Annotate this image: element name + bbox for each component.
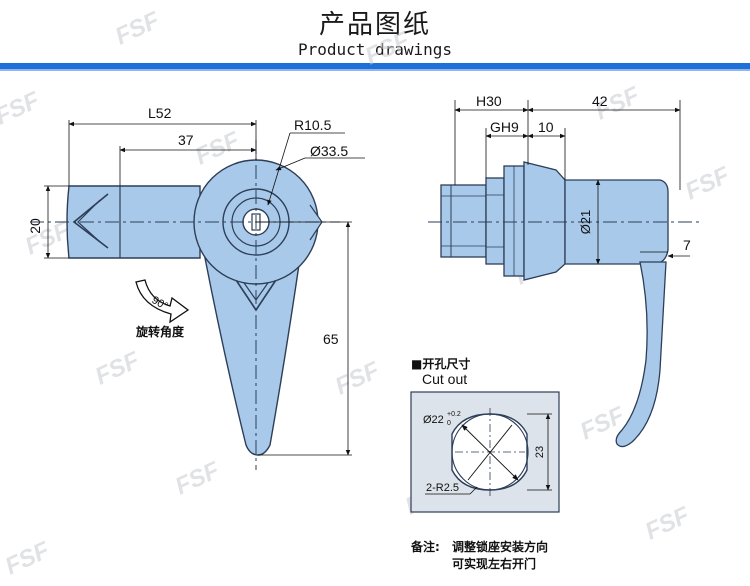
dim-r10-5: R10.5 bbox=[294, 117, 332, 133]
dim-65: 65 bbox=[323, 331, 339, 347]
watermark: FSF bbox=[91, 346, 145, 390]
watermark: FSF bbox=[331, 356, 385, 400]
dim-10: 10 bbox=[538, 119, 554, 135]
rotation-arrow bbox=[135, 279, 190, 324]
dim-42: 42 bbox=[592, 93, 608, 109]
dim-d22: Ø22 bbox=[423, 414, 444, 426]
side-view: H30 42 GH9 10 Ø21 7 bbox=[428, 93, 700, 448]
rotation-label: 旋转角度 bbox=[135, 324, 185, 339]
dim-20: 20 bbox=[27, 218, 43, 234]
cutout-view: ■开孔尺寸 Cut out Ø22 +0.2 0 23 2-R2.5 bbox=[410, 356, 560, 513]
dim-gh9: GH9 bbox=[490, 119, 519, 135]
dim-d21: Ø21 bbox=[578, 210, 593, 235]
cutout-title-zh: ■开孔尺寸 bbox=[411, 356, 470, 371]
lever-tail bbox=[204, 257, 301, 456]
hooked-lever bbox=[615, 261, 667, 448]
watermark: FSF bbox=[0, 86, 45, 130]
watermark: FSF bbox=[361, 26, 415, 70]
hex-nut bbox=[485, 177, 505, 265]
watermarks: FSF FSF FSF FSF FSF FSF FSF FSF FSF FSF … bbox=[0, 6, 735, 580]
dim-d33-5: Ø33.5 bbox=[310, 143, 348, 159]
dim-h30: H30 bbox=[476, 93, 502, 109]
dim-l52: L52 bbox=[148, 105, 172, 121]
watermark: FSF bbox=[641, 501, 695, 545]
header-accent-shadow bbox=[0, 69, 750, 71]
threaded-stem bbox=[440, 184, 487, 258]
front-view: L52 37 R10.5 Ø33.5 20 65 90° 旋转角度 bbox=[27, 105, 365, 470]
watermark: FSF bbox=[1, 536, 55, 580]
header: 产品图纸 Product drawings bbox=[0, 0, 750, 71]
note-label: 备注: bbox=[410, 539, 440, 554]
note-line-2: 可实现左右开门 bbox=[452, 556, 536, 571]
page-title: 产品图纸 bbox=[318, 10, 431, 40]
note: 备注: 调整锁座安装方向 可实现左右开门 bbox=[410, 539, 548, 571]
dim-23: 23 bbox=[534, 446, 546, 458]
watermark: FSF bbox=[681, 161, 735, 205]
dim-d22-tol-lower: 0 bbox=[447, 420, 451, 427]
page-subtitle: Product drawings bbox=[297, 40, 453, 59]
dim-d22-tol-upper: +0.2 bbox=[447, 411, 461, 418]
header-accent-bar bbox=[0, 63, 750, 69]
cutout-title-en: Cut out bbox=[422, 371, 467, 387]
dim-7: 7 bbox=[683, 237, 691, 253]
dim-2-r2-5: 2-R2.5 bbox=[426, 482, 459, 494]
note-line-1: 调整锁座安装方向 bbox=[452, 539, 548, 554]
watermark: FSF bbox=[111, 6, 165, 50]
watermark: FSF bbox=[171, 456, 225, 500]
dim-37: 37 bbox=[178, 132, 194, 148]
